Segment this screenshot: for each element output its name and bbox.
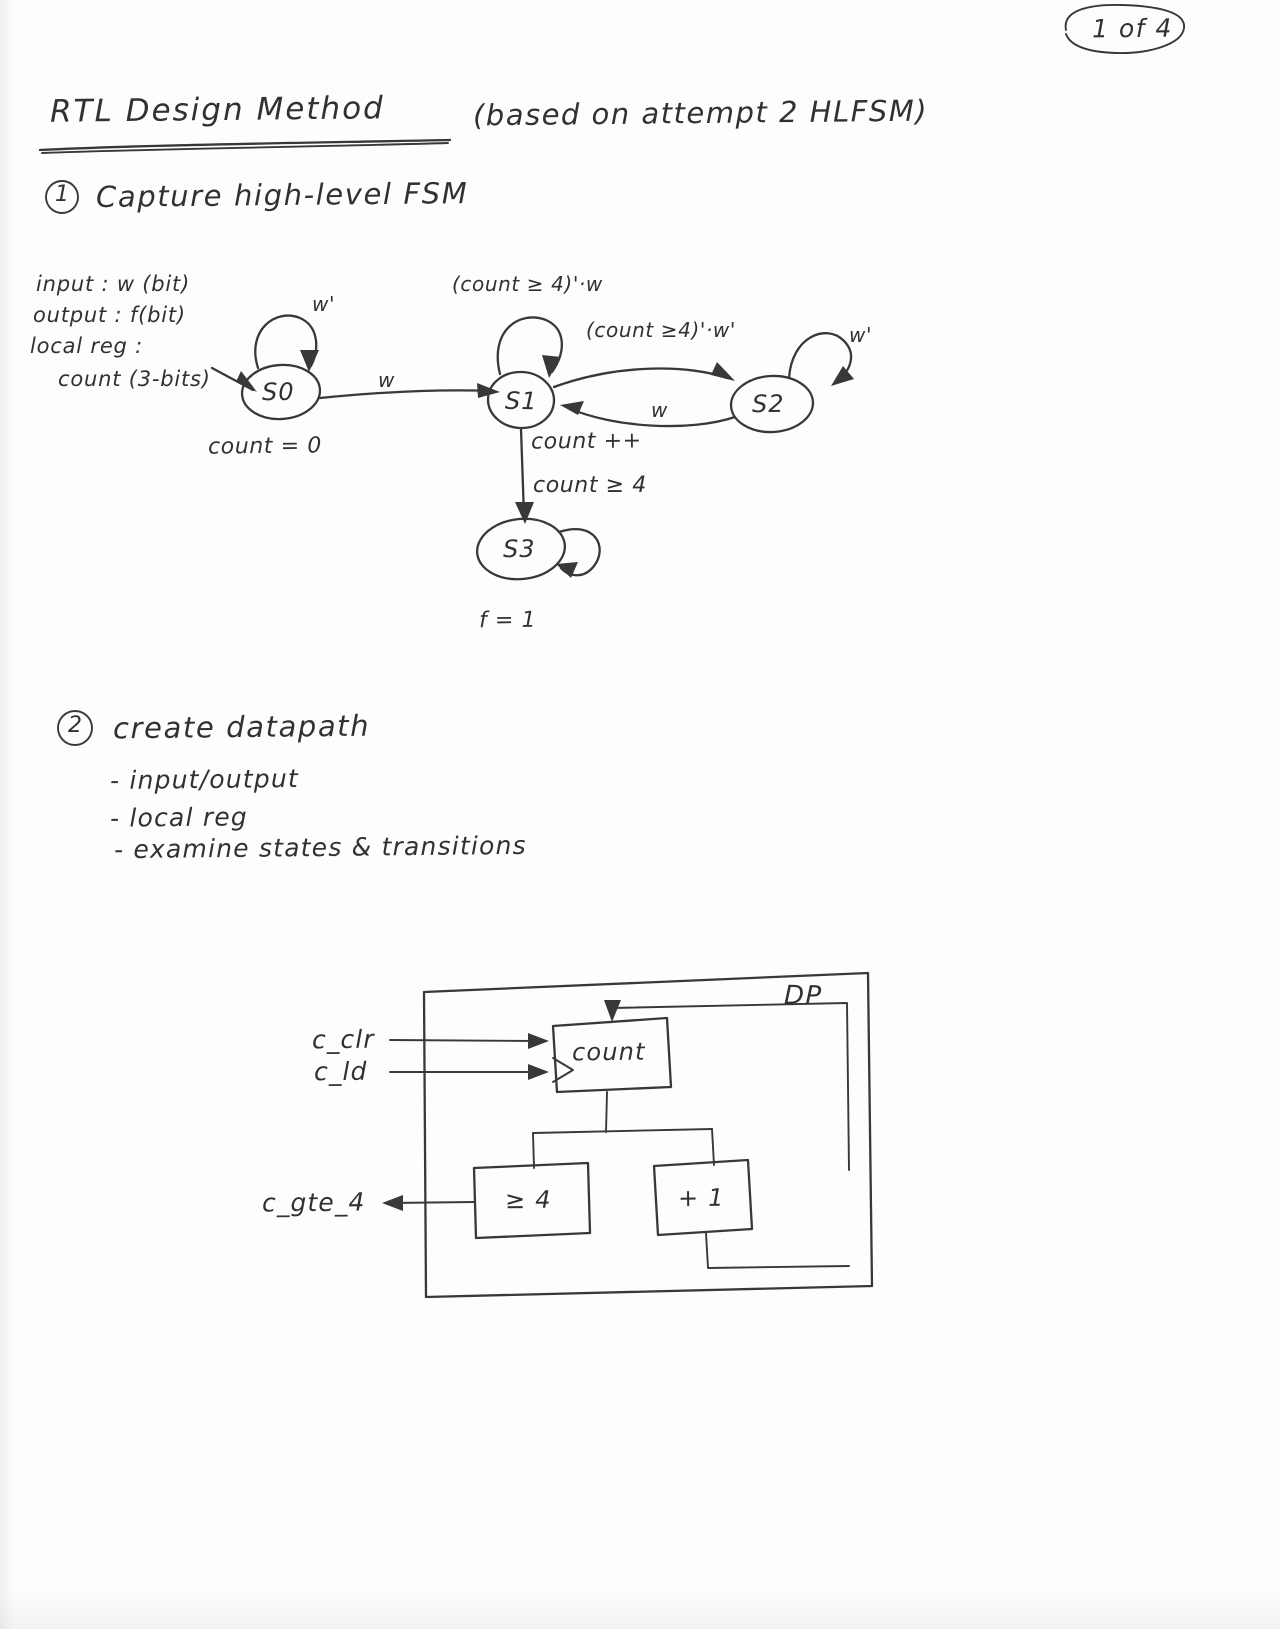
- transition-S1-S3-label: count ≥ 4: [533, 473, 647, 498]
- transition-S1-S2-label: (count ≥4)'·w': [586, 318, 736, 342]
- state-S0-label: S0: [261, 377, 295, 407]
- count-register-label: count: [571, 1037, 646, 1067]
- datapath-bullet-0: - input/output: [109, 764, 300, 795]
- comparator-label: ≥ 4: [504, 1185, 552, 1215]
- state-S2-label: S2: [751, 389, 785, 419]
- page-number: 1 of 4: [1091, 13, 1173, 44]
- section-2-heading: create datapath: [112, 708, 371, 746]
- section-2-number: 2: [68, 713, 84, 738]
- transition-S0-self-label: w': [312, 292, 336, 316]
- fsm-declaration-input: input : w (bit): [36, 272, 191, 296]
- state-S1-label: S1: [504, 386, 538, 416]
- state-S3-label: S3: [502, 534, 536, 564]
- fsm-declaration-output: output : f(bit): [33, 303, 186, 327]
- transition-S2-S1-label: w: [651, 398, 668, 422]
- datapath-bullet-1: - local reg: [109, 802, 249, 833]
- state-S0-action: count = 0: [207, 433, 323, 460]
- incrementer-label: + 1: [677, 1183, 725, 1213]
- transition-S0-S1-label: w: [378, 368, 395, 392]
- section-1-heading: Capture high-level FSM: [95, 176, 469, 214]
- datapath-bullet-2: - examine states & transitions: [113, 830, 527, 865]
- section-1-number: 1: [55, 182, 71, 207]
- fsm-declaration-localreg: local reg :: [30, 334, 144, 358]
- signal-c-clr-label: c_clr: [311, 1024, 375, 1055]
- transition-S2-self-label: w': [849, 323, 873, 347]
- signal-c-gte-4-label: c_gte_4: [261, 1187, 366, 1218]
- signal-c-ld-label: c_ld: [313, 1056, 368, 1087]
- transition-S1-self-label: (count ≥ 4)'·w: [452, 272, 603, 296]
- state-S3-action: f = 1: [478, 607, 537, 634]
- title-underline: [38, 138, 452, 152]
- page-title: RTL Design Method: [49, 90, 385, 130]
- fsm-declaration-count: count (3-bits): [58, 367, 211, 391]
- page-title-note: (based on attempt 2 HLFSM): [472, 93, 929, 133]
- state-S1-action: count ++: [530, 428, 642, 455]
- datapath-block-label: DP: [783, 980, 823, 1012]
